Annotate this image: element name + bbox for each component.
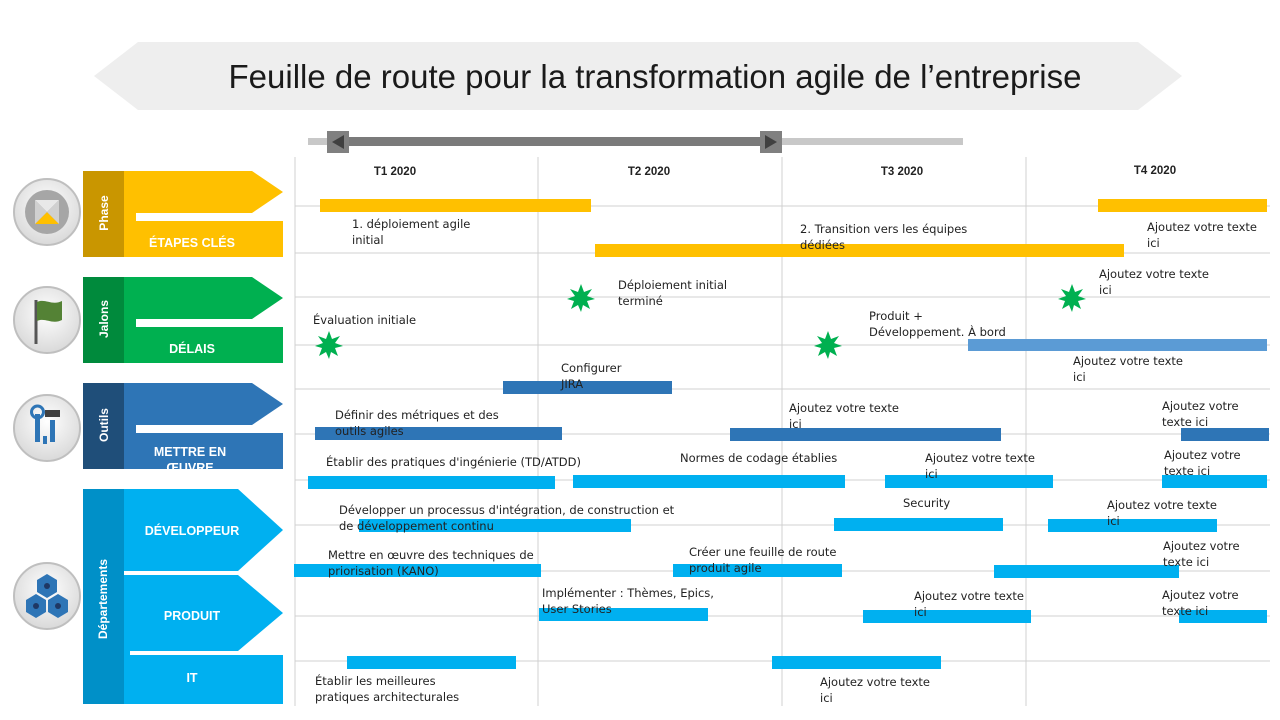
milestone-label: Ajoutez votre texte ici xyxy=(1073,354,1183,384)
x-circle-icon xyxy=(13,178,81,246)
product-task-label: Implémenter : Thèmes, Epics, User Storie… xyxy=(542,586,714,616)
phase-bar xyxy=(320,199,591,212)
timeline-slider[interactable] xyxy=(0,0,1280,160)
milestones-block xyxy=(83,277,283,363)
tools-task-label: Configurer JIRA xyxy=(561,361,622,391)
tools-task-label: Ajoutez votre texte ici xyxy=(1162,399,1239,429)
milestone-label: Ajoutez votre texte ici xyxy=(1099,267,1209,297)
developer-bar xyxy=(1048,519,1217,532)
developer-bar xyxy=(294,564,541,577)
it-bar xyxy=(772,656,941,669)
phase-task-label: 2. Transition vers les équipes dédiées xyxy=(800,222,968,252)
phase-task-label: 1. déploiement agile initial xyxy=(352,217,471,247)
milestone-label: Déploiement initial terminé xyxy=(618,278,728,308)
milestone-label: Produit + Développement. À bord xyxy=(869,309,1006,339)
it-bar xyxy=(347,656,516,669)
tools-bar-light xyxy=(885,475,1053,488)
tools-task-label: Ajoutez votre texte ici xyxy=(925,451,1035,481)
tools-bar-light xyxy=(308,476,555,489)
section-panel xyxy=(13,171,283,704)
developer-bar xyxy=(834,518,1003,531)
departments-label: Départements xyxy=(96,558,110,640)
phase-bar xyxy=(1098,199,1267,212)
quarter-header-t2: T2 2020 xyxy=(627,166,671,178)
tools-bar-light xyxy=(1162,475,1267,488)
tools-task-label: Normes de codage établies xyxy=(680,451,838,465)
milestone-star-icon xyxy=(1058,284,1086,312)
developer-task-label: Security xyxy=(903,496,951,510)
developer-bar xyxy=(673,564,842,577)
milestone-star-icon xyxy=(315,331,343,359)
milestone-star-icon xyxy=(814,331,842,359)
quarter-header-t1: T1 2020 xyxy=(373,166,417,178)
product-task-label: Ajoutez votre texte ici xyxy=(914,589,1024,619)
developer-task-label: Développer un processus d'intégration, d… xyxy=(339,503,675,533)
milestone-star-icon xyxy=(567,284,595,312)
product-task-label: Ajoutez votre texte ici xyxy=(1162,588,1239,618)
department-developer-label: DÉVELOPPEUR xyxy=(144,524,240,538)
product-bar xyxy=(863,610,1031,623)
phase-label: Phase xyxy=(97,195,111,231)
tools-task-label: Établir des pratiques d'ingénierie (TD/A… xyxy=(326,455,581,469)
phase-task-label: Ajoutez votre texte ici xyxy=(1147,220,1257,250)
tools-bar xyxy=(503,381,672,394)
milestones-sub-label: DÉLAIS xyxy=(169,342,215,356)
tools-task-label: Ajoutez votre texte ici xyxy=(789,401,899,431)
phase-bar xyxy=(595,244,1124,257)
developer-task-label: Créer une feuille de route produit agile xyxy=(689,545,837,575)
developer-bar xyxy=(994,565,1179,578)
hexagon-network-icon xyxy=(13,562,81,630)
developer-task-label: Mettre en œuvre des techniques de priori… xyxy=(328,548,534,578)
department-it-label: IT xyxy=(186,671,198,685)
milestone-label: Évaluation initiale xyxy=(313,313,417,327)
tools-block xyxy=(83,383,283,469)
quarter-header-t3: T3 2020 xyxy=(880,166,924,178)
developer-task-label: Ajoutez votre texte ici xyxy=(1163,539,1240,569)
quarter-header-t4: T4 2020 xyxy=(1133,165,1177,177)
product-bar xyxy=(539,608,708,621)
tools-icon xyxy=(13,394,81,462)
tools-bar-light xyxy=(573,475,845,488)
tools-bar xyxy=(1181,428,1269,441)
it-task-label: Établir les meilleures pratiques archite… xyxy=(315,674,460,704)
slider-range xyxy=(328,137,782,146)
tools-task-label: Définir des métriques et des outils agil… xyxy=(335,408,499,438)
it-task-label: Ajoutez votre texte ici xyxy=(820,675,930,705)
milestones-label: Jalons xyxy=(97,300,111,339)
tools-task-label: Ajoutez votre texte ici xyxy=(1164,448,1241,478)
department-product-label: PRODUIT xyxy=(163,609,221,623)
departments-block xyxy=(83,489,283,704)
tools-sub-label: METTRE EN ŒUVRE xyxy=(153,445,227,469)
developer-task-label: Ajoutez votre texte ici xyxy=(1107,498,1217,528)
slider-left-arrow-icon xyxy=(332,135,344,149)
tools-label: Outils xyxy=(97,408,111,443)
flag-icon xyxy=(13,286,81,354)
title-banner xyxy=(94,42,1182,110)
page-title: Feuille de route pour la transformation … xyxy=(228,58,1082,95)
tools-bar xyxy=(315,427,562,440)
slider-right-arrow-icon xyxy=(765,135,777,149)
developer-bar xyxy=(359,519,631,532)
product-bar xyxy=(1179,610,1267,623)
phase-sub-label: ÉTAPES CLÉS xyxy=(149,236,235,250)
phase-block xyxy=(83,171,283,257)
tools-bar xyxy=(730,428,1001,441)
milestone-bar xyxy=(968,339,1267,351)
